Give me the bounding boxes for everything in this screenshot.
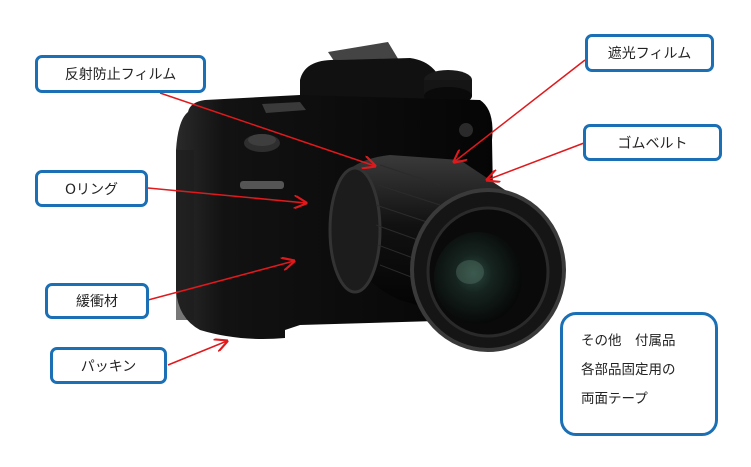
label-text: ゴムベルト xyxy=(617,135,688,152)
note-box-accessories: その他 付属品 各部品固定用の 両面テープ xyxy=(560,312,718,436)
label-o-ring: Oリング xyxy=(35,170,148,207)
label-text: 反射防止フィルム xyxy=(64,67,177,83)
note-line: 各部品固定用の xyxy=(581,362,676,378)
arrow-rubber-belt xyxy=(487,142,585,180)
arrow-light-shielding-film xyxy=(454,59,586,162)
label-cushioning: 緩衝材 xyxy=(45,283,149,319)
arrow-o-ring xyxy=(147,187,306,203)
arrow-packing xyxy=(167,341,227,366)
label-text: 遮光フィルム xyxy=(607,46,692,62)
control-wheel xyxy=(240,181,284,189)
label-rubber-belt: ゴムベルト xyxy=(583,124,722,161)
label-light-shielding-film: 遮光フィルム xyxy=(585,34,714,72)
label-text: Oリング xyxy=(64,181,119,198)
note-line: その他 付属品 xyxy=(581,333,676,349)
lens-mount-ring xyxy=(328,166,382,294)
label-text: パッキン xyxy=(80,358,137,375)
arrow-cushioning xyxy=(147,261,294,301)
label-anti-reflection-film: 反射防止フィルム xyxy=(35,55,206,93)
label-packing: パッキン xyxy=(50,347,167,384)
label-text: 緩衝材 xyxy=(76,294,118,310)
arrow-anti-reflection-film xyxy=(159,92,375,166)
note-line: 両面テープ xyxy=(581,391,648,407)
